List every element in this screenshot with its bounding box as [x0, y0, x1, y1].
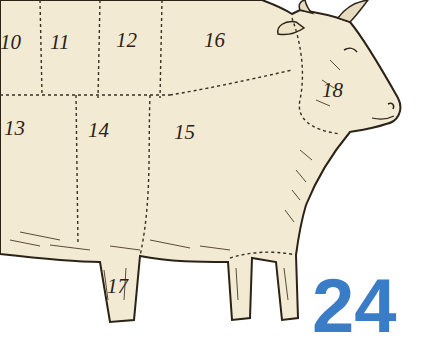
callout-number: 15 [174, 122, 195, 143]
ear [278, 22, 304, 35]
callout-number: 11 [50, 32, 69, 53]
callout-number: 18 [322, 80, 343, 101]
fur-hatching [10, 60, 340, 300]
callout-number: 13 [4, 118, 25, 139]
callout-number: 10 [0, 32, 21, 53]
callout-number: 17 [107, 276, 128, 297]
callout-number: 14 [88, 120, 109, 141]
figure-number: 24 [312, 268, 397, 344]
callout-number: 12 [116, 30, 137, 51]
eye [344, 48, 357, 52]
horn [299, 0, 312, 13]
nostril [388, 103, 394, 109]
cut-lines [0, 0, 340, 258]
callout-number: 16 [204, 30, 225, 51]
mouth [372, 116, 394, 119]
horn [338, 0, 368, 22]
